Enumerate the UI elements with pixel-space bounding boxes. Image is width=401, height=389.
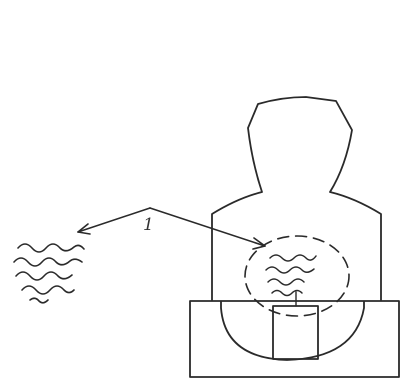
pointer-arrows xyxy=(78,208,265,249)
figure-label: 1 xyxy=(143,217,154,234)
tissue-block xyxy=(190,301,399,377)
body-silhouette xyxy=(212,97,381,300)
coils-inside xyxy=(266,255,316,296)
dashed-region xyxy=(245,236,349,316)
coils-enlarged xyxy=(14,244,84,303)
